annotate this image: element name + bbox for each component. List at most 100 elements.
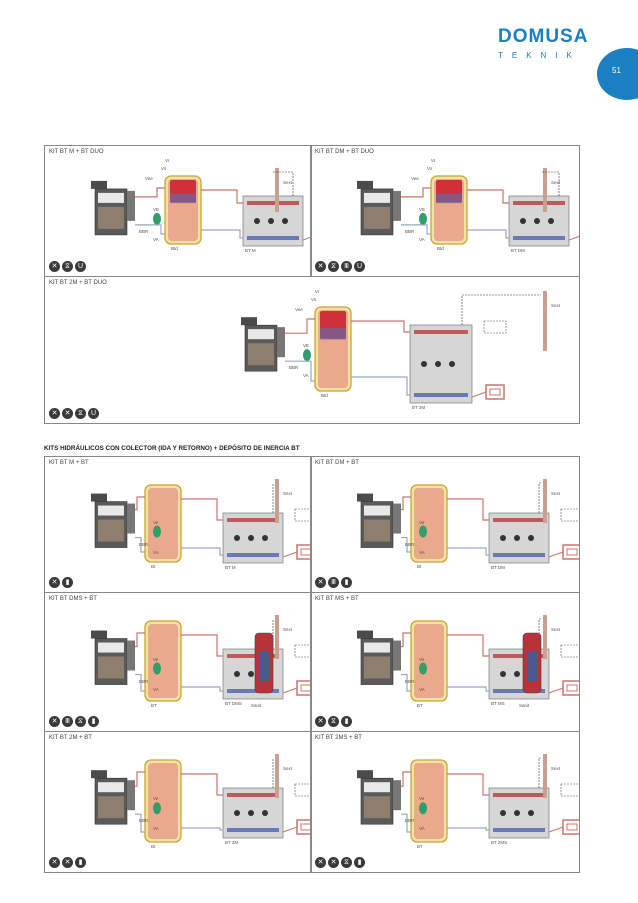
panel-title: KIT BT 2M + BT DUO: [49, 280, 107, 286]
boiler: [357, 630, 401, 685]
label-vr: Vr: [431, 158, 436, 163]
buffer-tank: [164, 175, 202, 245]
label-bbr: BBR: [405, 818, 415, 824]
fan-icon: ✕: [49, 577, 60, 588]
label-vr: Vr: [315, 289, 320, 294]
label-va: VA: [419, 549, 425, 555]
fan-icon: ✕: [315, 716, 326, 727]
buffer-tank: [314, 306, 352, 392]
expansion-vessel: [153, 525, 161, 538]
label-tank: Bt: [417, 564, 422, 569]
label-tank: Bt: [151, 844, 156, 849]
valve-icon: ⧖: [341, 857, 352, 868]
label-bbr: BBR: [405, 541, 415, 547]
label-va: VA: [419, 236, 425, 242]
brand-subtitle: TEKNIK: [498, 51, 581, 60]
expansion-vessel: [303, 349, 311, 362]
floor-heating-coil: [296, 819, 311, 835]
fan-icon: ✕: [49, 716, 60, 727]
hydraulic-module: [222, 648, 284, 700]
feature-icons: ✕▮: [49, 577, 73, 588]
hydraulic-schematic: [357, 754, 579, 843]
magnet-icon: U: [75, 261, 86, 272]
label-va: VA: [419, 686, 425, 692]
label-tank: Bt: [151, 564, 156, 569]
boiler: [357, 180, 401, 236]
label-ve: VE: [419, 206, 426, 212]
label-vee: Vee: [145, 176, 153, 181]
label-bbr: BBR: [405, 228, 415, 234]
feature-icons: ✕Ⅲ▮: [315, 577, 352, 588]
buffer-tank: [144, 484, 182, 563]
hydraulic-module: [222, 787, 284, 839]
label-ve: Ve: [153, 519, 159, 525]
label-bbr: BBR: [139, 678, 149, 684]
label-unit: BT 2M: [225, 840, 239, 845]
label-va: VA: [303, 373, 309, 379]
label-sext: Sext: [551, 766, 561, 771]
boiler: [241, 317, 285, 372]
fan-icon: ✕: [315, 261, 326, 272]
buffer-tank: [410, 620, 448, 702]
boiler: [91, 180, 135, 236]
label-sext: Sext: [283, 491, 293, 496]
label-sext: Sext: [551, 303, 561, 308]
label-va: VA: [419, 826, 425, 832]
hydraulic-schematic: [357, 479, 579, 564]
dhw-coil: [527, 651, 537, 681]
label-unit: BT DM: [511, 248, 525, 253]
thermostat: [294, 508, 311, 522]
radiator-icon: Ⅲ: [328, 577, 339, 588]
label-va: VA: [153, 236, 159, 242]
floor-heating-coil: [562, 680, 579, 696]
thermostat: [560, 644, 579, 658]
expansion-vessel: [419, 525, 427, 538]
buffer-tank: [144, 759, 182, 843]
thermostat: [560, 508, 579, 522]
hydraulic-module: [222, 512, 284, 564]
feature-icons: ✕Ⅲ⧖▮: [49, 716, 99, 727]
panel-title: KIT BT M + BT DUO: [49, 149, 104, 155]
section-heading: KITS HIDRÁULICOS CON COLECTOR (IDA Y RET…: [44, 445, 300, 452]
radiator-icon: Ⅲ: [62, 716, 73, 727]
buffer-tank: [410, 759, 448, 843]
outdoor-sensor: [543, 291, 547, 351]
hydraulic-module: [242, 195, 304, 247]
buffer-tank: [410, 484, 448, 563]
label-tank: BT: [417, 703, 423, 708]
hydraulic-schematic: [91, 615, 311, 702]
label-unit: BT DMS: [225, 701, 242, 706]
buffer-tank: [144, 620, 182, 702]
outdoor-sensor: [275, 479, 279, 523]
tank-icon: ▮: [88, 716, 99, 727]
label-bbr: BBR: [139, 228, 149, 234]
radiator-icon: Ⅲ: [341, 261, 352, 272]
expansion-vessel: [419, 662, 427, 675]
outdoor-sensor: [275, 615, 279, 659]
label-sext: Sext: [283, 627, 293, 632]
hydraulic-module: [409, 324, 473, 404]
label-sext: Sext: [551, 491, 561, 496]
hydraulic-module: [488, 787, 550, 839]
magnet-icon: U: [354, 261, 365, 272]
panel-title: KIT BT DM + BT: [315, 460, 359, 466]
thermostat: [294, 783, 311, 797]
brand-name: DOMUSA: [498, 26, 589, 47]
panel-title: KIT BT DMS + BT: [49, 596, 97, 602]
boiler: [91, 493, 135, 548]
hydraulic-schematic: [91, 168, 311, 247]
label-sanit: Sanit: [251, 703, 262, 708]
label-ve: Ve: [153, 796, 159, 802]
label-tank: BT: [151, 703, 157, 708]
label-va: VA: [153, 686, 159, 692]
label-tank: Btd: [437, 246, 444, 251]
outdoor-sensor: [543, 479, 547, 523]
page-number: 51: [612, 66, 621, 75]
